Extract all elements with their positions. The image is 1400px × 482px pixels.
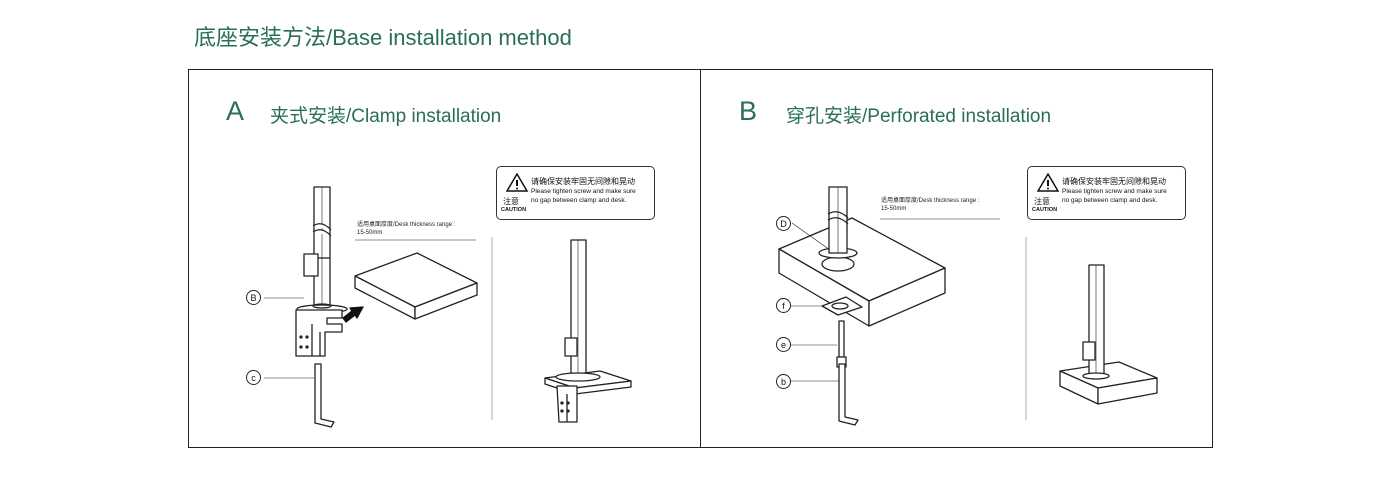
caution-label-zh: 注意 xyxy=(1034,197,1050,206)
panel-a-hex-key xyxy=(314,363,335,428)
desk-range-line-2: 15-50mm xyxy=(357,230,383,236)
desk-range-line-2: 15-50mm xyxy=(881,206,907,212)
caution-label-zh: 注意 xyxy=(503,197,519,206)
caution-text-en-2: no gap between clamp and desk. xyxy=(531,197,627,204)
panel-a-clamp xyxy=(295,309,343,357)
panel-a-caution-box: 请确保安装牢固无间隙和晃动 Please tighten screw and m… xyxy=(496,166,655,220)
page-title: 底座安装方法/Base installation method xyxy=(194,25,572,50)
caution-text-zh: 请确保安装牢固无间隙和晃动 xyxy=(1062,177,1166,186)
panel-b-hex-key xyxy=(838,363,859,426)
caution-text-en-1: Please tighten screw and make sure xyxy=(531,188,636,195)
part-label-e: e xyxy=(776,337,791,352)
panel-b-desk-block xyxy=(778,217,946,327)
desk-range-line-1: 适用桌面厚度/Desk thickness range : xyxy=(357,222,456,228)
panel-b-title: 穿孔安装/Perforated installation xyxy=(786,106,1052,127)
panel-b-washer xyxy=(821,296,863,316)
part-label-b-upper: B xyxy=(246,290,261,305)
part-label-f: f xyxy=(776,298,791,313)
part-label-c: c xyxy=(246,370,261,385)
panel-a-desk-range: 适用桌面厚度/Desk thickness range : 15-50mm xyxy=(357,221,455,237)
panel-b-desk-range: 适用桌面厚度/Desk thickness range : 15-50mm xyxy=(881,197,979,213)
warning-triangle-icon xyxy=(1037,173,1059,192)
panel-a-desk-block xyxy=(354,252,478,320)
panel-divider xyxy=(700,69,701,448)
caution-label-en: CAUTION xyxy=(1032,207,1058,213)
panel-b-screw xyxy=(836,320,847,368)
caution-text-en-2: no gap between clamp and desk. xyxy=(1062,197,1158,204)
caution-label-en: CAUTION xyxy=(501,207,527,213)
caution-text-en-1: Please tighten screw and make sure xyxy=(1062,188,1167,195)
caution-text-zh: 请确保安装牢固无间隙和晃动 xyxy=(531,177,635,186)
desk-range-line-1: 适用桌面厚度/Desk thickness range : xyxy=(881,198,980,204)
panel-b-caution-box: 请确保安装牢固无间隙和晃动 Please tighten screw and m… xyxy=(1027,166,1186,220)
part-label-d: D xyxy=(776,216,791,231)
panel-a-title: 夹式安装/Clamp installation xyxy=(270,106,502,127)
part-label-b-lower: b xyxy=(776,374,791,389)
panel-a-letter: A xyxy=(226,96,245,126)
panel-a-assembled-stand xyxy=(544,239,632,423)
panel-b-assembled-stand xyxy=(1059,264,1158,405)
panel-a-arrow xyxy=(342,306,364,323)
panel-b-letter: B xyxy=(739,96,758,126)
panel-b-pole xyxy=(818,186,858,272)
panel-a-exploded-pole xyxy=(296,186,348,314)
warning-triangle-icon xyxy=(506,173,528,192)
